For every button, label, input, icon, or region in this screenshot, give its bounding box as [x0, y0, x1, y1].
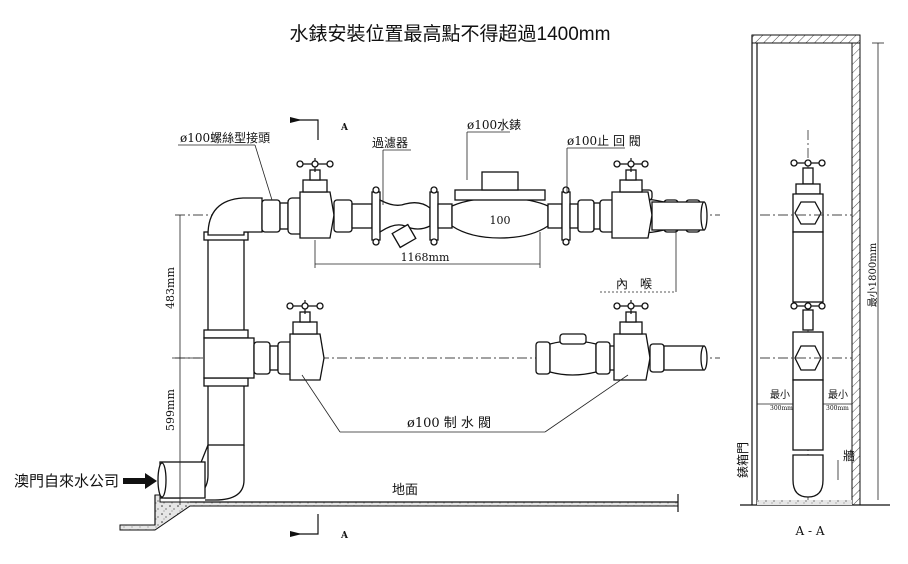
- riser-pipe: [157, 197, 263, 501]
- ground-label: 地面: [392, 483, 418, 498]
- ground: [119, 494, 679, 531]
- wall-label: 牆: [843, 448, 855, 463]
- supplier-label: 澳門自來水公司: [14, 473, 119, 490]
- upper-outlet: [611, 158, 708, 239]
- water-meter-label: ø100水錶: [467, 117, 521, 132]
- length-dimension: 1168mm: [401, 251, 450, 264]
- elevation-view: 100: [14, 117, 720, 541]
- section-valve-bottom: [790, 302, 826, 381]
- dimension-lines: [172, 215, 677, 505]
- min-left-label: 最小: [770, 389, 790, 401]
- lower-pipe-run: [253, 300, 708, 381]
- section-label-top: A: [340, 123, 349, 133]
- upper-height-dimension: 483mm: [164, 267, 177, 309]
- section-label-bottom: A: [340, 531, 349, 541]
- gate-valve-label: ø100 制 水 閥: [407, 416, 491, 431]
- inner-throat-label: 內 喉: [616, 277, 652, 291]
- section-marker-bottom: [290, 514, 319, 537]
- supply-arrow-icon: [123, 473, 157, 489]
- upper-pipe-run: 100: [261, 158, 701, 249]
- section-title: A - A: [794, 524, 824, 538]
- section-valve-top: [790, 159, 826, 233]
- section-view-a-a: [740, 34, 890, 506]
- diagram-title: 水錶安裝位置最高點不得超過1400mm: [290, 23, 611, 45]
- leader-lines: [178, 131, 629, 433]
- min-height-label: 最小1800mm: [867, 242, 879, 307]
- section-marker-top: [290, 117, 319, 140]
- meter-body-number: 100: [490, 214, 511, 227]
- min-left-dimension: 300mm: [770, 405, 793, 412]
- threaded-union-label: ø100螺絲型接頭: [180, 130, 270, 145]
- meter-box-door-label: 錶箱門: [735, 442, 750, 478]
- min-right-dimension: 300mm: [826, 405, 849, 412]
- lower-height-dimension: 599mm: [164, 389, 177, 431]
- check-valve-label: ø100止 回 閥: [567, 134, 641, 148]
- strainer-label: 過濾器: [372, 135, 408, 150]
- min-right-label: 最小: [828, 389, 848, 401]
